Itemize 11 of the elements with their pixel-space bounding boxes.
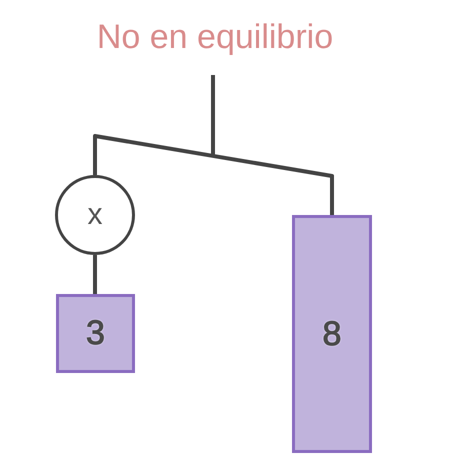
string — [93, 255, 97, 294]
title: No en equilibrio — [96, 18, 334, 57]
weight-value: 3 — [86, 314, 105, 353]
string — [330, 176, 334, 215]
string — [93, 136, 97, 175]
variable-label: x — [88, 198, 102, 232]
hanging-string — [211, 75, 215, 156]
weight-value: 8 — [322, 314, 342, 354]
balance-beam — [93, 134, 334, 178]
weight-block — [56, 294, 135, 373]
weight-block — [292, 215, 372, 453]
